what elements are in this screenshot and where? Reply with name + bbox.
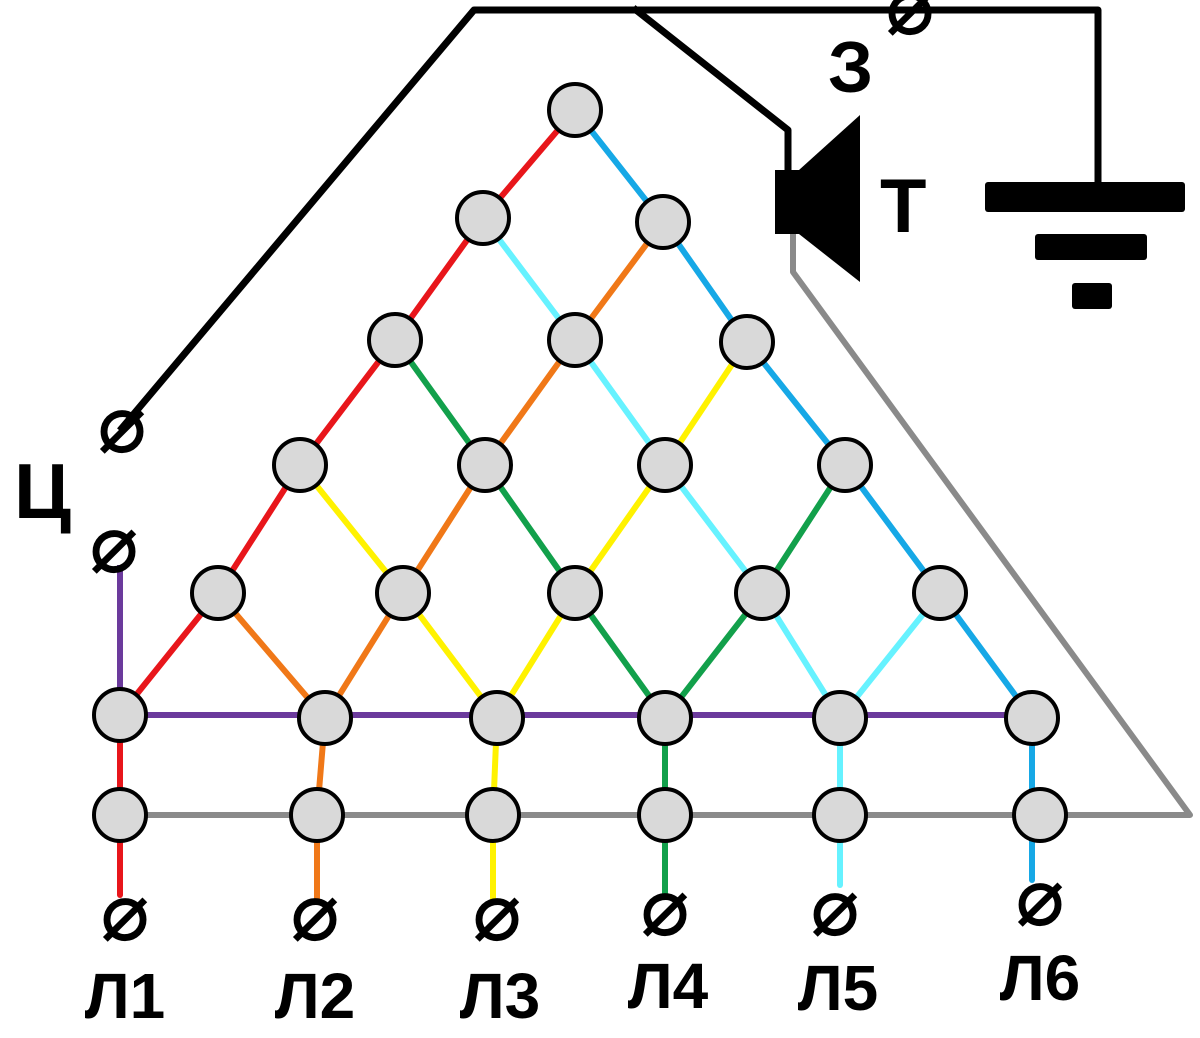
node — [272, 437, 328, 493]
node — [635, 194, 691, 250]
node — [375, 565, 431, 621]
node — [547, 312, 603, 368]
node — [92, 787, 148, 843]
terminal-line-6: ⌀ — [1015, 852, 1064, 943]
node — [297, 690, 353, 746]
terminal-line-5: ⌀ — [810, 862, 859, 953]
node — [547, 82, 603, 138]
terminal-line-4: ⌀ — [640, 862, 689, 953]
ground-icon — [985, 182, 1185, 309]
node — [289, 787, 345, 843]
line-label: Л3 — [460, 960, 541, 1032]
phone-label: Т — [880, 164, 926, 249]
node — [1004, 690, 1060, 746]
node — [455, 190, 511, 246]
line-5-wires — [480, 215, 943, 888]
terminal-line-1: ⌀ — [100, 867, 149, 958]
node — [92, 687, 148, 743]
main-wiring — [117, 5, 1102, 433]
node — [719, 314, 775, 370]
terminal-line-2: ⌀ — [290, 867, 339, 958]
line-label: Л6 — [1000, 942, 1081, 1014]
node — [637, 690, 693, 746]
node — [469, 690, 525, 746]
node — [465, 787, 521, 843]
ground-label: З — [828, 28, 873, 108]
center-label: Ц — [14, 447, 71, 535]
telephone-icon — [775, 115, 860, 282]
terminal-center-bottom: ⌀ — [89, 499, 138, 590]
node — [190, 565, 246, 621]
node — [912, 565, 968, 621]
node — [367, 312, 423, 368]
node — [812, 787, 868, 843]
line-label: Л4 — [628, 950, 709, 1022]
center-to-top-wire — [117, 6, 1102, 433]
terminal-ground: ⌀ — [885, 0, 934, 52]
node — [547, 565, 603, 621]
line-label: Л1 — [85, 960, 166, 1032]
node — [817, 437, 873, 493]
terminals: ⌀ ⌀ ⌀ ⌀ ⌀ ⌀ ⌀ ⌀ ⌀ — [89, 0, 1064, 958]
line-label: Л2 — [275, 960, 356, 1032]
node — [457, 437, 513, 493]
terminal-line-3: ⌀ — [472, 867, 521, 958]
labels: Ц З Т Л1 Л2 Л3 Л4 Л5 Л6 — [14, 28, 1080, 1032]
line-label: Л5 — [798, 952, 879, 1024]
node — [637, 437, 693, 493]
node — [1012, 787, 1068, 843]
top-to-phone-wire — [631, 5, 792, 179]
network-nodes — [92, 82, 1068, 843]
node — [734, 565, 790, 621]
node — [812, 690, 868, 746]
node — [637, 787, 693, 843]
terminal-center-top: ⌀ — [97, 379, 146, 470]
